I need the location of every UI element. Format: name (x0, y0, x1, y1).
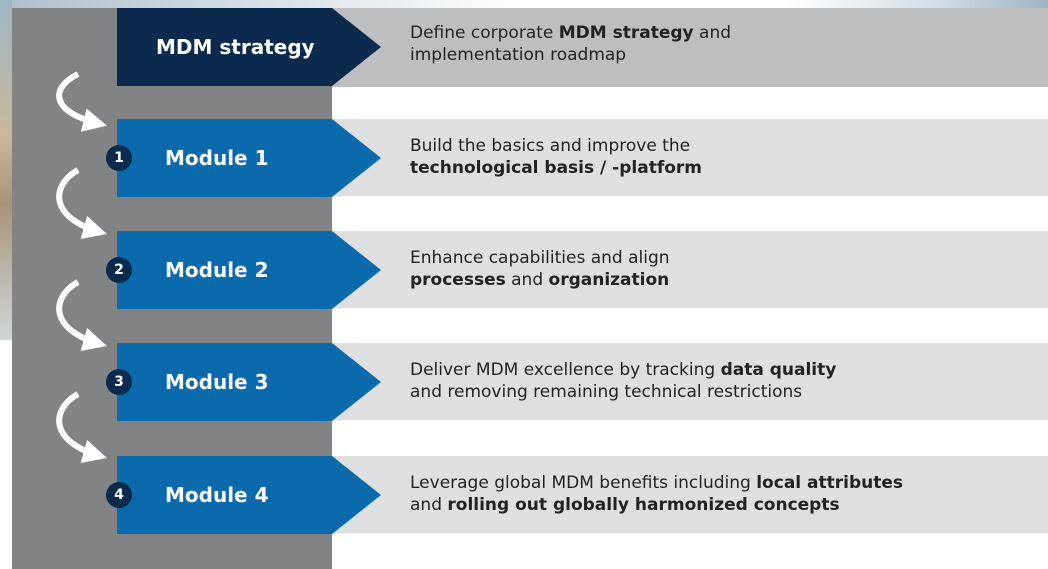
module-2-description-bar (332, 231, 1048, 308)
module-3-description-bar (332, 343, 1048, 420)
module-2-number: 2 (106, 257, 132, 283)
module-1-box (117, 119, 381, 197)
strategy-box (117, 8, 381, 86)
background-photo-left (0, 0, 12, 340)
module-4-box (117, 456, 381, 534)
module-1-label: Module 1 (165, 146, 269, 170)
module-3-label: Module 3 (165, 370, 269, 394)
background-photo-top (0, 0, 1048, 10)
curved-arrow-1 (56, 167, 107, 240)
strategy-description: Define corporate MDM strategy and implem… (410, 23, 732, 65)
module-4-number: 4 (106, 482, 132, 508)
curved-arrow-2 (56, 279, 107, 352)
module-3-number: 3 (106, 369, 132, 395)
module-2-box (117, 231, 381, 309)
module-2-description: Enhance capabilities and align processes… (410, 248, 670, 290)
module-4-description-bar (332, 456, 1048, 533)
module-1-description-bar (332, 119, 1048, 196)
module-4-label: Module 4 (165, 483, 269, 507)
module-1-description: Build the basics and improve the technol… (410, 136, 702, 178)
curved-arrow-0 (56, 71, 108, 132)
module-2-label: Module 2 (165, 258, 269, 282)
strategy-description-bar (332, 8, 1048, 87)
module-3-description: Deliver MDM excellence by tracking data … (410, 360, 837, 402)
curved-arrow-3 (56, 391, 107, 464)
module-4-description: Leverage global MDM benefits including l… (410, 473, 904, 515)
strategy-label: MDM strategy (156, 35, 315, 59)
module-3-box (117, 343, 381, 421)
module-1-number: 1 (106, 145, 132, 171)
